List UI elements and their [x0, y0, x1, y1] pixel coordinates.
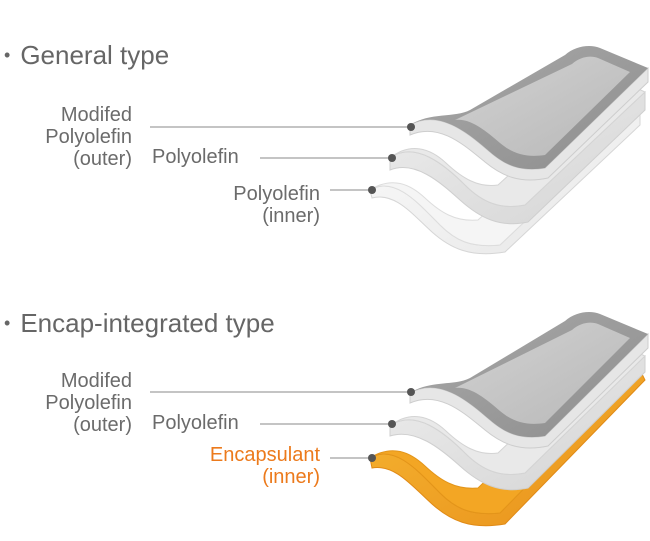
label-modified-polyolefin-outer: Modifed Polyolefin (outer) [45, 104, 132, 170]
leader-dot-encapsulant [368, 454, 376, 462]
general-type-heading: • General type [4, 40, 169, 71]
general-type-section: • General type [0, 0, 650, 270]
leader-dot-middle [388, 154, 396, 162]
bullet: • [4, 313, 11, 333]
outer-layer-side [409, 332, 649, 449]
outer-layer-inset [455, 322, 630, 424]
encap-integrated-film-illustration [150, 312, 649, 527]
label-polyolefin-middle: Polyolefin [152, 146, 239, 168]
bullet: • [4, 45, 11, 65]
leader-dot-middle [388, 420, 396, 428]
encap-integrated-type-section: • Encap-integrated type [0, 268, 650, 541]
outer-layer-side [409, 66, 649, 181]
encap-integrated-type-heading: • Encap-integrated type [4, 308, 275, 339]
outer-layer-inset [455, 56, 630, 156]
label-encapsulant-inner: Encapsulant (inner) [209, 444, 320, 488]
label-modified-polyolefin-outer: Modifed Polyolefin (outer) [45, 370, 132, 436]
general-type-film-illustration [150, 46, 649, 255]
label-polyolefin-middle: Polyolefin [152, 412, 239, 434]
leader-dot-outer [407, 388, 415, 396]
heading-text: General type [20, 40, 170, 70]
heading-text: Encap-integrated type [20, 308, 275, 338]
leader-dot-outer [407, 123, 415, 131]
leader-dot-inner [368, 186, 376, 194]
label-polyolefin-inner: Polyolefin (inner) [233, 183, 320, 227]
